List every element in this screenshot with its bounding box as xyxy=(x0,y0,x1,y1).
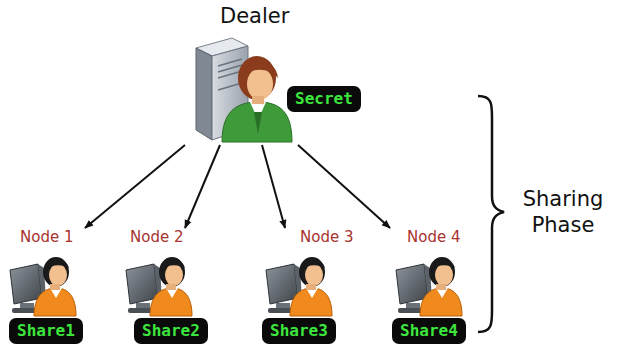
node-name: Node 1 xyxy=(20,228,73,246)
share-node: Node 1 Share1 xyxy=(5,228,100,348)
dealer-node: DealerSecret xyxy=(175,2,367,145)
arrow xyxy=(185,145,220,228)
arrow xyxy=(262,145,285,228)
node-name: Node 4 xyxy=(407,228,460,246)
share-node: Node 3 Share3 xyxy=(255,228,355,348)
phase-label: Sharing Phase xyxy=(508,186,618,238)
share-node: Node 2 Share2 xyxy=(120,228,220,348)
arrow xyxy=(85,145,185,228)
dealer-title: Dealer xyxy=(220,4,289,28)
share-label: Secret xyxy=(287,86,361,112)
share-label: Share1 xyxy=(9,318,83,344)
share-label: Share4 xyxy=(392,318,466,344)
share-label: Share2 xyxy=(134,318,208,344)
node-name: Node 2 xyxy=(130,228,183,246)
share-label: Share3 xyxy=(262,318,336,344)
share-node: Node 4 Share4 xyxy=(385,228,475,348)
brace xyxy=(478,96,504,332)
node-name: Node 3 xyxy=(300,228,353,246)
arrow xyxy=(298,145,390,228)
